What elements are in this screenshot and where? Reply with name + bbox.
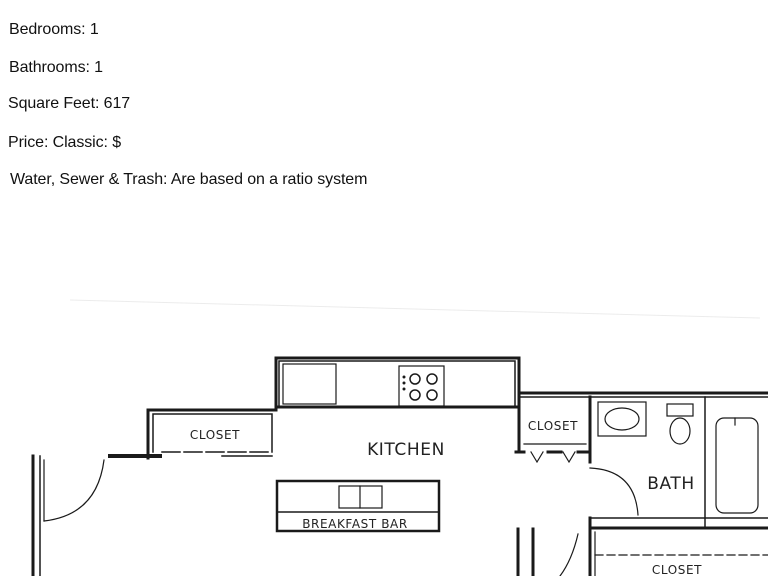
closet-bath-label: CLOSET: [528, 419, 578, 433]
square-feet-text: Square Feet: 617: [8, 95, 131, 112]
utilities-text: Water, Sewer & Trash: Are based on a rat…: [10, 171, 368, 188]
bathrooms-text: Bathrooms: 1: [9, 59, 103, 76]
breakfast-bar-label: BREAKFAST BAR: [302, 517, 408, 531]
price-text: Price: Classic: $: [8, 134, 121, 151]
bedrooms-text: Bedrooms: 1: [9, 21, 99, 38]
bath-label: BATH: [647, 474, 695, 494]
stove-burners-icon: [409, 373, 438, 401]
closet-entry-label: CLOSET: [190, 428, 240, 442]
kitchen-label: KITCHEN: [367, 440, 445, 460]
closet-bottom-label: CLOSET: [652, 563, 702, 576]
